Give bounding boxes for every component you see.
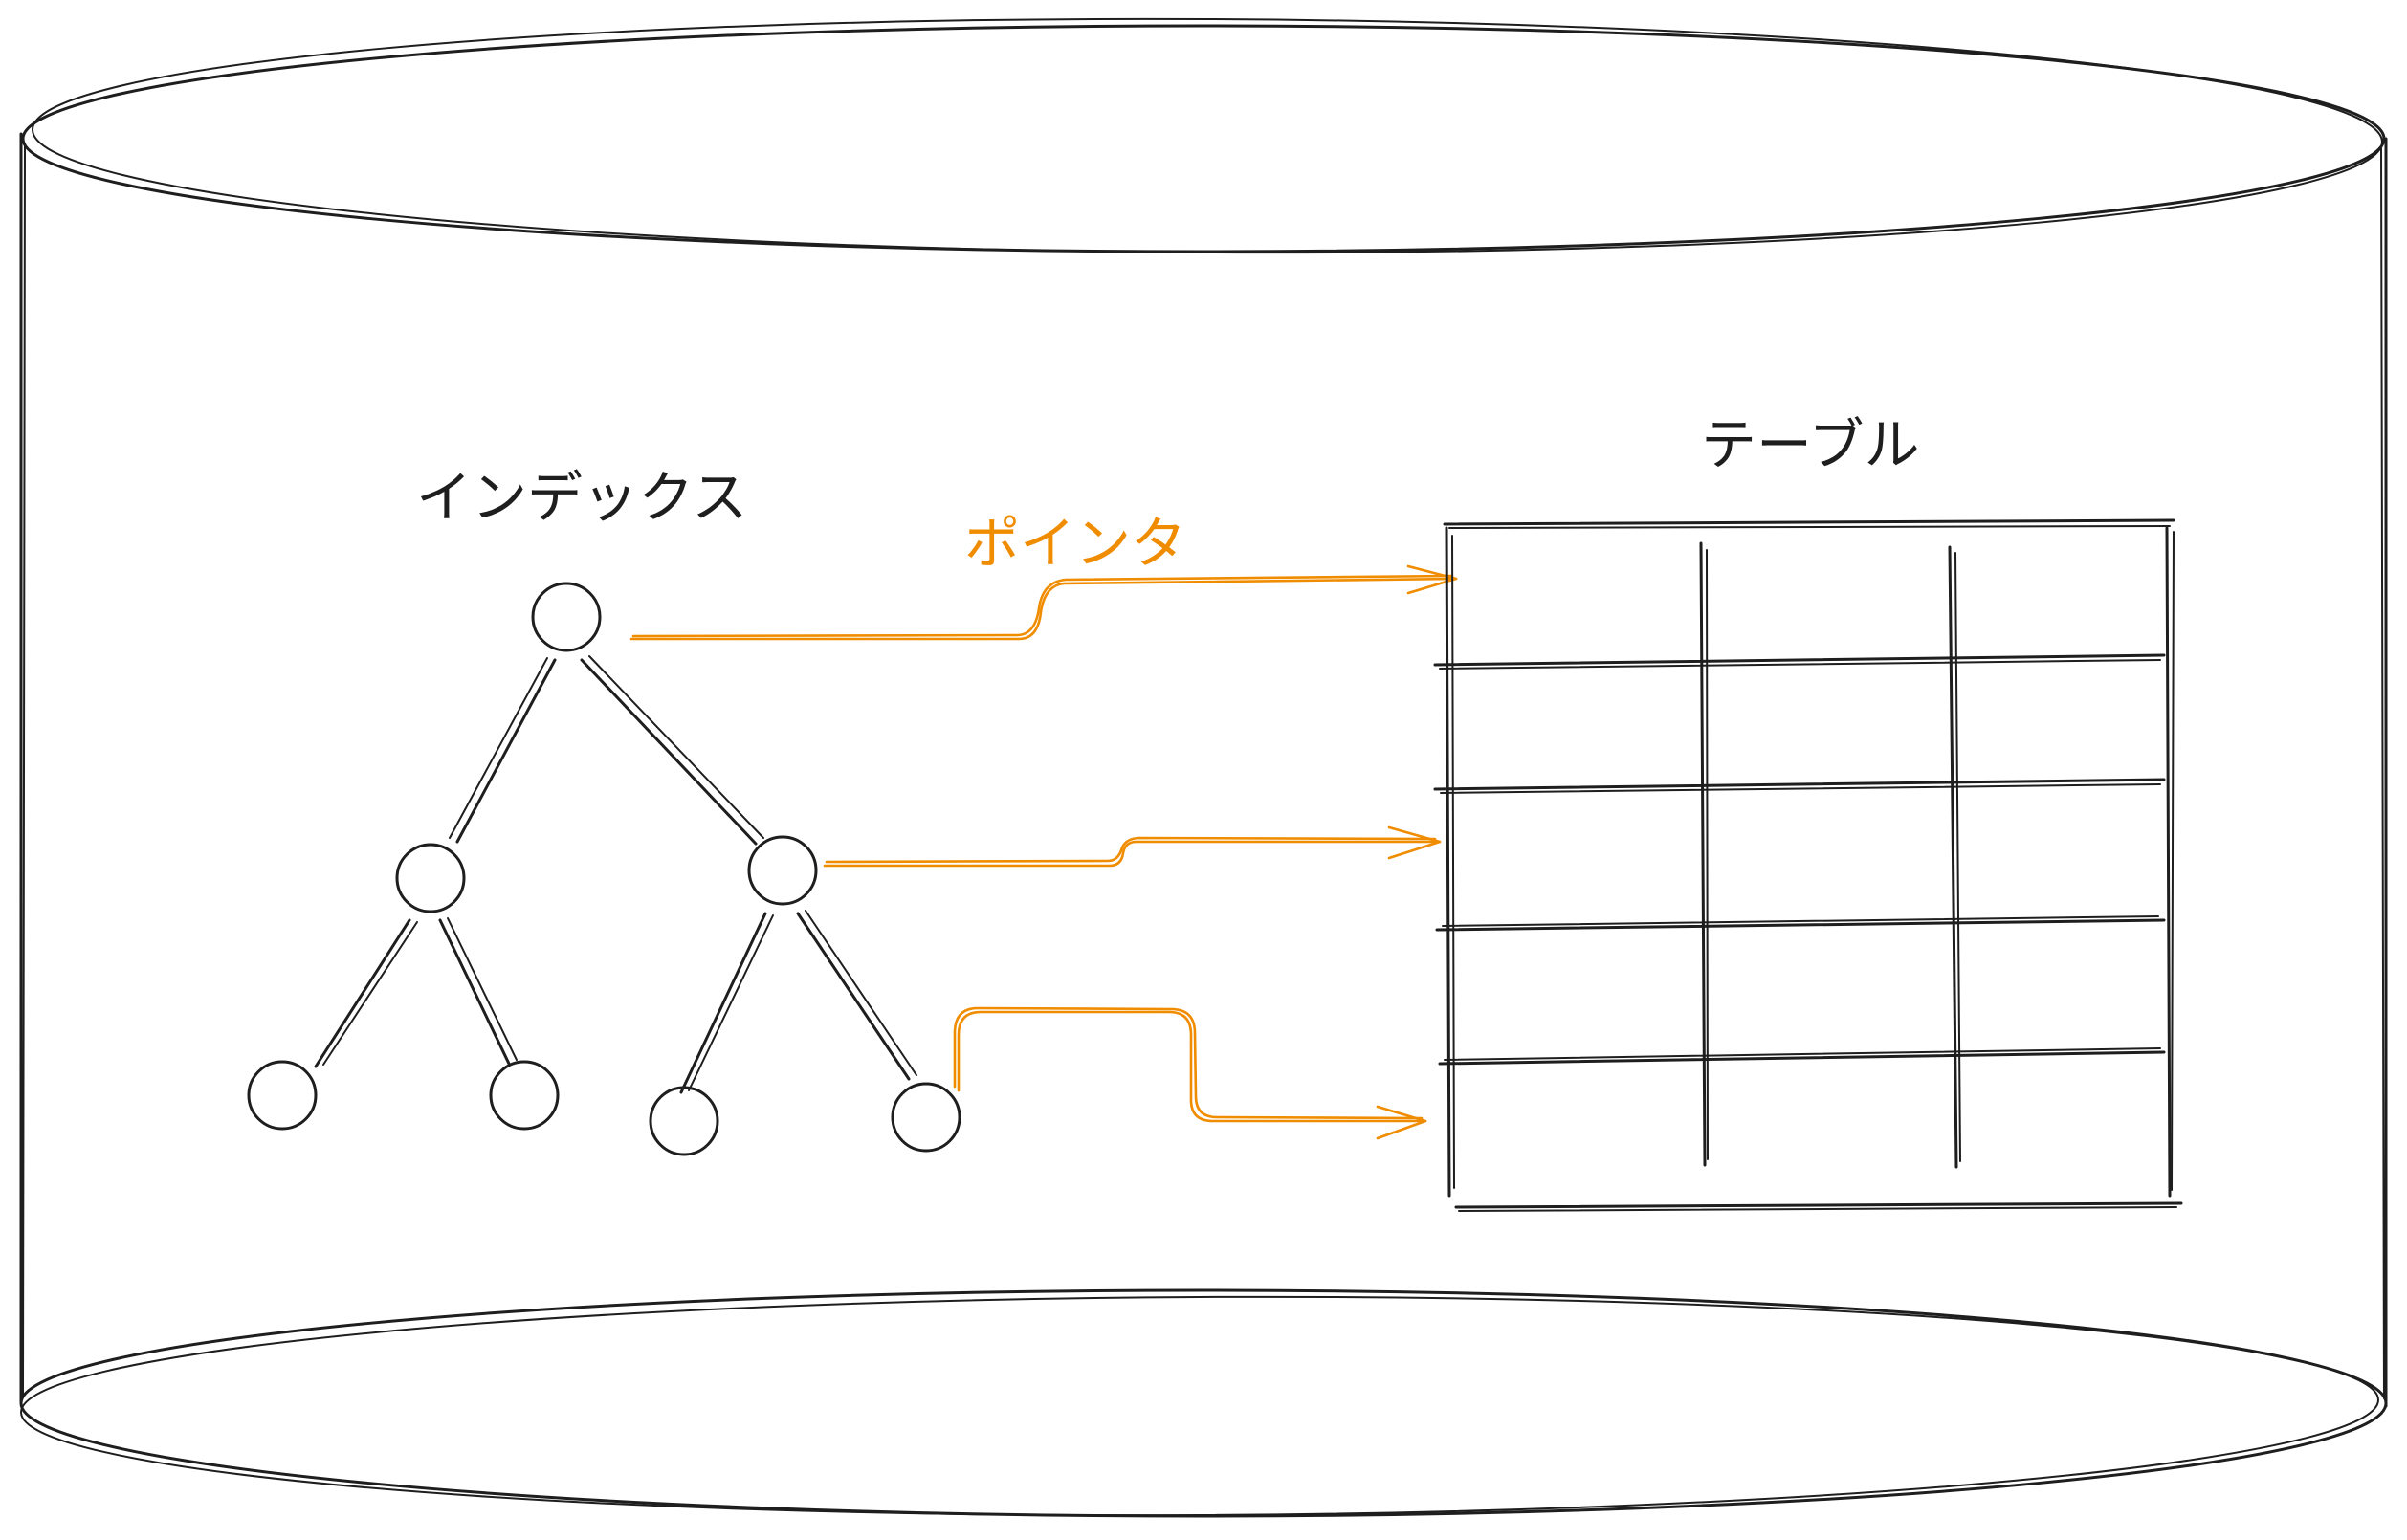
table-right-edge-sketch bbox=[2171, 531, 2175, 1191]
pointer-arrows bbox=[629, 564, 1458, 1140]
table-row-divider-4-sketch bbox=[1444, 1047, 2161, 1061]
table-left-edge-sketch bbox=[1451, 535, 1455, 1189]
pointer-arrow-middle bbox=[823, 840, 1442, 868]
cylinder-bottom-sketch bbox=[20, 1295, 2379, 1517]
tree-edge-root-left-sketch bbox=[449, 657, 548, 839]
tree-edge-root-right bbox=[580, 658, 758, 846]
table-row-divider-2 bbox=[1433, 778, 2166, 791]
table-bottom-edge-sketch bbox=[1458, 1206, 2177, 1212]
cylinder-top bbox=[21, 24, 2386, 253]
tree-node-right-right bbox=[891, 1082, 961, 1153]
cylinder-top-sketch bbox=[32, 17, 2383, 254]
pointer-arrow-bottom-sketch bbox=[953, 1006, 1424, 1120]
table-row-divider-1 bbox=[1433, 653, 2166, 667]
tree-node-root bbox=[531, 582, 602, 652]
table-right-edge bbox=[2165, 526, 2172, 1198]
table-row-divider-3-sketch bbox=[1442, 915, 2159, 927]
tree-edge-left-left bbox=[314, 918, 411, 1068]
pointer-arrow-middle-sketch bbox=[825, 836, 1437, 864]
table-top-edge-sketch bbox=[1448, 525, 2171, 529]
pointer-arrowhead-top bbox=[1406, 564, 1458, 595]
tree-edge-root-left bbox=[455, 658, 557, 844]
pointer-label: ポインタ bbox=[964, 511, 1186, 576]
pointer-arrowhead-bottom bbox=[1376, 1105, 1427, 1140]
table-row-divider-4 bbox=[1438, 1050, 2166, 1066]
tree-node-left-left bbox=[247, 1060, 318, 1131]
tree-node-left bbox=[395, 843, 466, 913]
pointer-arrow-top-sketch bbox=[631, 574, 1454, 638]
pointer-arrowhead-middle bbox=[1387, 825, 1442, 860]
tree-edge-right-left-sketch bbox=[688, 914, 774, 1091]
tree-edges bbox=[314, 655, 917, 1094]
cylinder-right-side-sketch bbox=[2380, 147, 2385, 1399]
table-top-edge bbox=[1443, 518, 2175, 526]
tree-node-right-left bbox=[649, 1086, 719, 1156]
table-row-divider-2-sketch bbox=[1440, 783, 2161, 794]
table-row-divider-3 bbox=[1435, 918, 2166, 932]
pointer-arrow-top bbox=[629, 577, 1458, 641]
tree-edge-left-right bbox=[438, 918, 511, 1066]
table-grid bbox=[1433, 518, 2183, 1212]
tree-node-left-right bbox=[489, 1060, 560, 1131]
cylinder-left-side-sketch bbox=[22, 143, 26, 1396]
table-column-divider-2-sketch bbox=[1954, 552, 1961, 1162]
tree-edge-root-right-sketch bbox=[588, 655, 764, 839]
table-left-edge bbox=[1445, 526, 1451, 1198]
index-label: インデックス bbox=[416, 465, 747, 530]
tree-nodes bbox=[247, 582, 961, 1156]
table-bottom-edge bbox=[1454, 1201, 2183, 1209]
index-tree bbox=[247, 582, 961, 1156]
database-cylinder bbox=[19, 17, 2388, 1518]
tree-edge-left-left-sketch bbox=[322, 921, 418, 1066]
table-column-divider-1-sketch bbox=[1706, 549, 1709, 1160]
table-column-divider-1 bbox=[1699, 541, 1707, 1167]
tree-node-right bbox=[747, 835, 818, 906]
tree-edge-right-right bbox=[796, 912, 911, 1081]
tree-edge-left-right-sketch bbox=[447, 917, 518, 1061]
table-label: テーブル bbox=[1701, 412, 1920, 477]
table-column-divider-2 bbox=[1948, 545, 1958, 1169]
tree-edge-right-right-sketch bbox=[805, 910, 917, 1076]
table-row-divider-1-sketch bbox=[1439, 659, 2161, 670]
pointer-arrow-bottom bbox=[957, 1010, 1427, 1123]
tree-edge-right-left bbox=[679, 912, 767, 1094]
